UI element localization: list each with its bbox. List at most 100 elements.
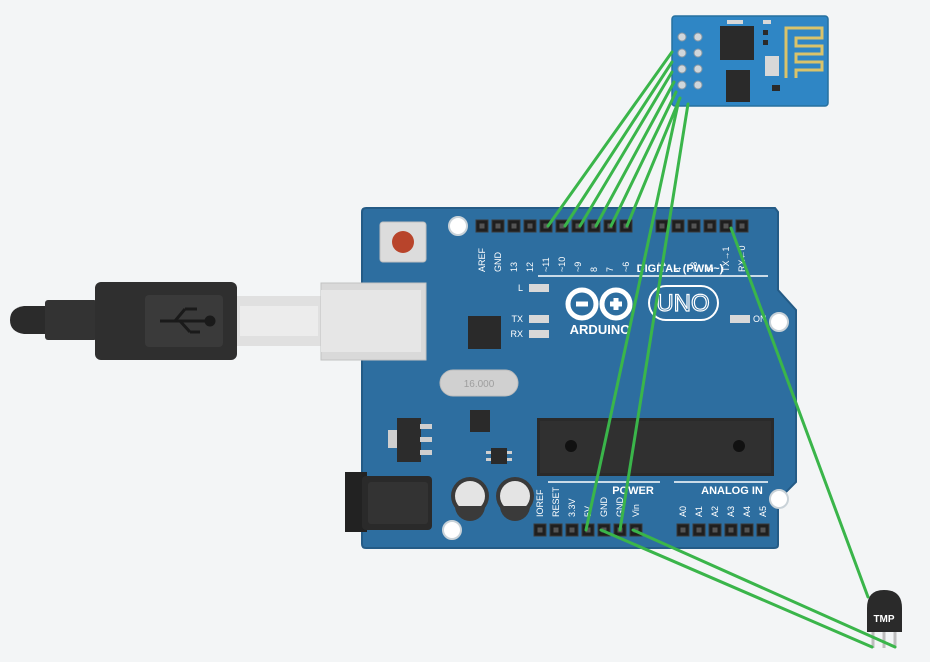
power-pin-label: 3.3V	[567, 498, 577, 517]
power-pin-hole	[585, 527, 591, 533]
mounting-hole	[448, 216, 468, 236]
esp-chip	[720, 26, 754, 60]
power-pin-label: Vin	[631, 504, 641, 517]
atmega-chip	[537, 418, 774, 476]
usb-cable[interactable]	[10, 282, 321, 360]
mounting-hole	[769, 489, 789, 509]
power-pin-label: GND	[599, 497, 609, 518]
power-pin-labels: IOREF RESET 3.3V 5V GND GND Vin	[535, 486, 641, 517]
arduino-uno-board[interactable]: 16.000 L TX RX ON	[320, 207, 797, 549]
digital-pin-label: ~9	[573, 262, 583, 272]
wire[interactable]	[625, 96, 682, 228]
brand-label: ARDUINO	[570, 322, 631, 337]
digital-pin-hole	[659, 223, 665, 229]
digital-pin-label: AREF	[477, 247, 487, 272]
digital-pin-label: 2	[705, 267, 715, 272]
analog-pin-hole	[728, 527, 734, 533]
analog-pin-header[interactable]	[676, 523, 770, 537]
wire[interactable]	[729, 226, 870, 599]
wifi-antenna-icon	[784, 26, 824, 78]
analog-pin-label: A3	[726, 506, 736, 517]
power-pin-label: RESET	[551, 486, 561, 517]
digital-pin-label: ~6	[621, 262, 631, 272]
capacitor	[496, 477, 534, 521]
digital-pin-label: ~3	[689, 262, 699, 272]
analog-pin-label: A5	[758, 506, 768, 517]
analog-pin-hole	[680, 527, 686, 533]
wire[interactable]	[599, 528, 874, 649]
arduino-infinity-logo	[565, 287, 633, 321]
sensor-label: TMP	[873, 614, 894, 625]
digital-pin-hole	[479, 223, 485, 229]
led-on-label: ON	[753, 314, 767, 324]
wire[interactable]	[631, 528, 897, 649]
digital-pin-hole	[675, 223, 681, 229]
smd-chip	[470, 410, 490, 432]
power-pin-hole	[553, 527, 559, 533]
led-l-label: L	[518, 283, 523, 293]
wire[interactable]	[584, 102, 680, 532]
digital-pin-label: TX→1	[721, 246, 731, 272]
esp8266-wifi-module[interactable]	[671, 15, 829, 107]
power-jack	[345, 472, 432, 532]
digital-pin-hole	[723, 223, 729, 229]
crystal-oscillator: 16.000	[439, 369, 519, 397]
analog-pin-hole	[744, 527, 750, 533]
digital-pin-hole	[739, 223, 745, 229]
usb-chip	[468, 316, 501, 349]
digital-pin-hole	[543, 223, 549, 229]
mounting-hole	[442, 520, 462, 540]
analog-pin-hole	[712, 527, 718, 533]
digital-pin-hole	[591, 223, 597, 229]
wire[interactable]	[563, 60, 674, 228]
wire[interactable]	[578, 70, 674, 228]
capacitor	[451, 477, 489, 521]
digital-pin-label: 7	[605, 267, 615, 272]
led-rx-label: RX	[510, 329, 523, 339]
digital-pin-label: 12	[525, 262, 535, 272]
power-pin-hole	[569, 527, 575, 533]
wire[interactable]	[594, 80, 676, 228]
power-pin-hole	[537, 527, 543, 533]
analog-pin-label: A0	[678, 506, 688, 517]
digital-pin-label: 8	[589, 267, 599, 272]
digital-pin-hole	[527, 223, 533, 229]
digital-pin-label: 4	[673, 267, 683, 272]
digital-pin-hole	[495, 223, 501, 229]
digital-header-label: DIGITAL (PWM~)	[637, 263, 724, 275]
wire[interactable]	[618, 102, 690, 532]
voltage-regulator	[388, 418, 432, 462]
model-label: UNO	[656, 290, 709, 317]
digital-pin-hole	[691, 223, 697, 229]
led-on: ON	[730, 314, 767, 324]
analog-pin-label: A4	[742, 506, 752, 517]
reset-button[interactable]	[379, 221, 427, 263]
wire[interactable]	[546, 50, 674, 228]
digital-pin-label: ~11	[541, 257, 551, 272]
digital-pin-hole	[707, 223, 713, 229]
crystal-text: 16.000	[464, 379, 495, 390]
power-pin-label: GND	[615, 497, 625, 518]
temperature-sensor[interactable]: TMP	[867, 590, 902, 648]
digital-pin-label: ~10	[557, 257, 567, 272]
wire[interactable]	[609, 90, 678, 228]
led-tx: TX	[511, 314, 549, 324]
power-pin-label: IOREF	[535, 489, 545, 517]
power-header-label: POWER	[612, 485, 654, 497]
mounting-hole	[769, 312, 789, 332]
transistor	[486, 448, 512, 464]
analog-pin-hole	[696, 527, 702, 533]
analog-pin-label: A2	[710, 506, 720, 517]
digital-pin-hole	[575, 223, 581, 229]
esp-crystal	[765, 56, 779, 76]
led-tx-label: TX	[511, 314, 523, 324]
analog-pin-hole	[760, 527, 766, 533]
power-pin-label: 5V	[583, 506, 593, 517]
esp-pins[interactable]	[677, 32, 703, 90]
wires[interactable]	[546, 50, 897, 649]
digital-pin-label: 13	[509, 262, 519, 272]
usb-icon	[160, 307, 216, 334]
led-rx: RX	[510, 329, 549, 339]
